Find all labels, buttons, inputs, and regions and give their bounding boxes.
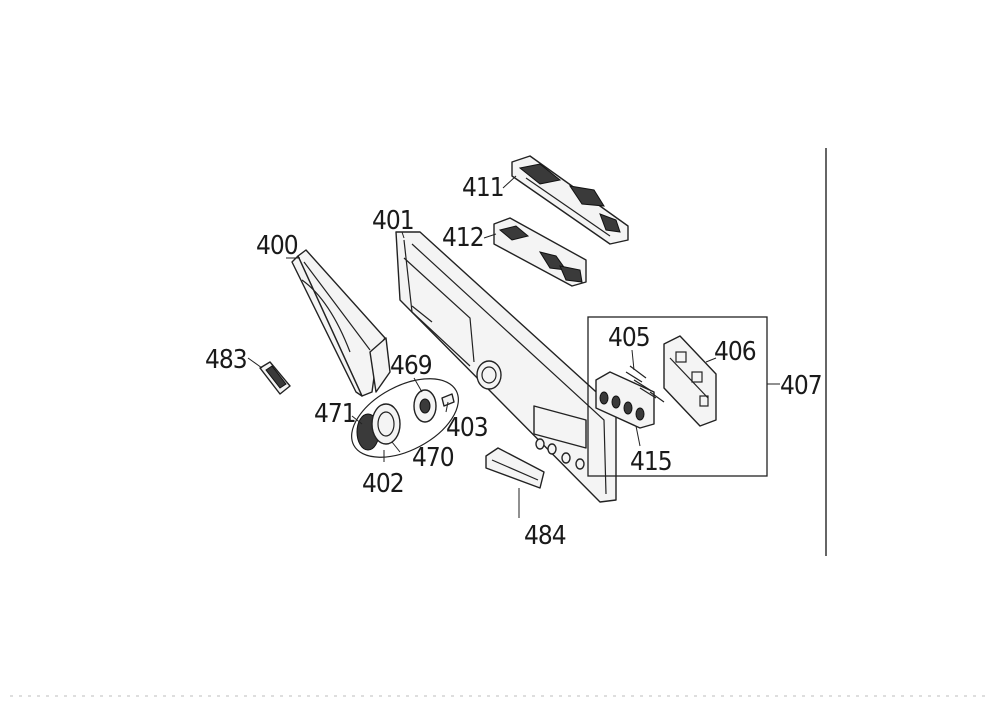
label-400: 400 [256,231,298,261]
label-402: 402 [362,469,404,499]
part-403-spring [441,393,455,407]
part-405-light-pipes [625,365,665,403]
label-403: 403 [446,413,488,443]
part-412-display-board [493,217,587,287]
label-415: 415 [630,447,672,477]
label-483: 483 [205,345,247,375]
part-407-box [587,316,768,477]
label-406: 406 [714,337,756,367]
label-469: 469 [390,351,432,381]
label-405: 405 [608,323,650,353]
part-470-knob-body [371,403,401,445]
part-411-pcb [511,155,629,245]
label-412: 412 [442,223,484,253]
leader-lines [247,175,780,518]
part-407-group [587,316,768,477]
part-484-cover [485,447,545,489]
part-483-clip [259,361,291,395]
label-407: 407 [780,371,822,401]
label-411: 411 [462,173,504,203]
label-401: 401 [372,206,414,236]
part-knob-assembly [351,378,459,458]
label-470: 470 [412,443,454,473]
label-471: 471 [314,399,356,429]
part-402-group-outline [351,378,459,458]
part-labels: 400 401 411 412 483 469 471 403 470 402 … [205,173,823,551]
label-484: 484 [524,521,566,551]
part-400-drawer [291,249,391,397]
part-406-bracket [663,335,717,427]
part-401-control-panel [395,231,617,503]
